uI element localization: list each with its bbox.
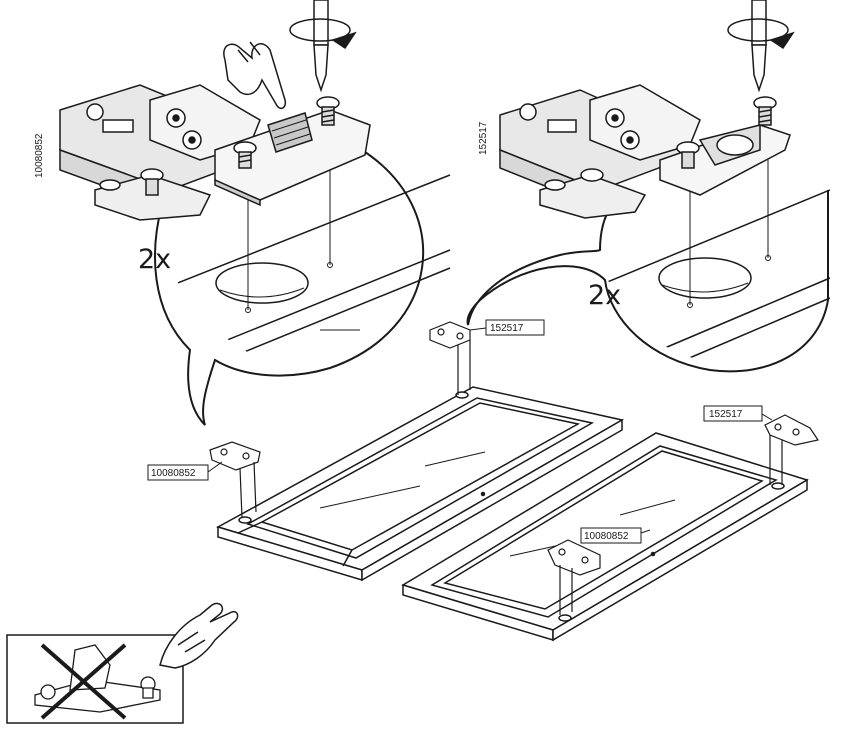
left-cup-hole: [215, 262, 309, 304]
label-right-door-top: 152517: [703, 405, 773, 422]
left-quantity: 2x: [138, 244, 171, 275]
warning-pointing-hand: [159, 602, 239, 669]
left-pointing-hand: [223, 41, 287, 110]
right-door-hinge-top: [764, 414, 819, 485]
right-screw-mid: [676, 141, 700, 169]
label-right-door-bottom: 10080852: [580, 527, 651, 544]
left-screw-mid: [233, 141, 257, 169]
right-cup-hole: [658, 257, 752, 299]
right-quantity: 2x: [588, 280, 621, 311]
right-door-hinge-bottom: [547, 539, 601, 615]
right-part-number-vertical: 152517: [478, 121, 489, 155]
svg-text:152517: 152517: [490, 323, 524, 334]
right-screw-bottom: [544, 168, 604, 191]
right-board: [600, 189, 830, 363]
left-screw-top: [316, 96, 340, 126]
left-bubble-outline: [154, 149, 425, 426]
left-door-hinge-bottom: [209, 441, 261, 519]
right-hinge: [499, 84, 791, 219]
cross-mark-icon: [40, 643, 127, 720]
left-screwdriver: [289, 0, 357, 93]
right-screw-top: [753, 96, 777, 126]
label-left-door-bottom: 10080852: [147, 461, 223, 481]
svg-text:152517: 152517: [709, 409, 743, 420]
left-detail-panel: 10080852 2x: [34, 0, 451, 426]
left-door: [216, 386, 625, 582]
left-door-hinge-top: [429, 321, 471, 395]
right-bubble-outline: [466, 190, 829, 373]
left-screw-bottom: [99, 168, 164, 196]
right-detail-panel: 152517 2x: [466, 0, 830, 373]
svg-text:10080852: 10080852: [151, 468, 196, 479]
svg-text:10080852: 10080852: [584, 531, 629, 542]
left-part-number-vertical: 10080852: [34, 133, 45, 178]
warning-box: [6, 634, 184, 724]
label-left-door-top: 152517: [469, 319, 545, 336]
left-hinge: [59, 84, 371, 221]
right-screwdriver: [727, 0, 795, 93]
